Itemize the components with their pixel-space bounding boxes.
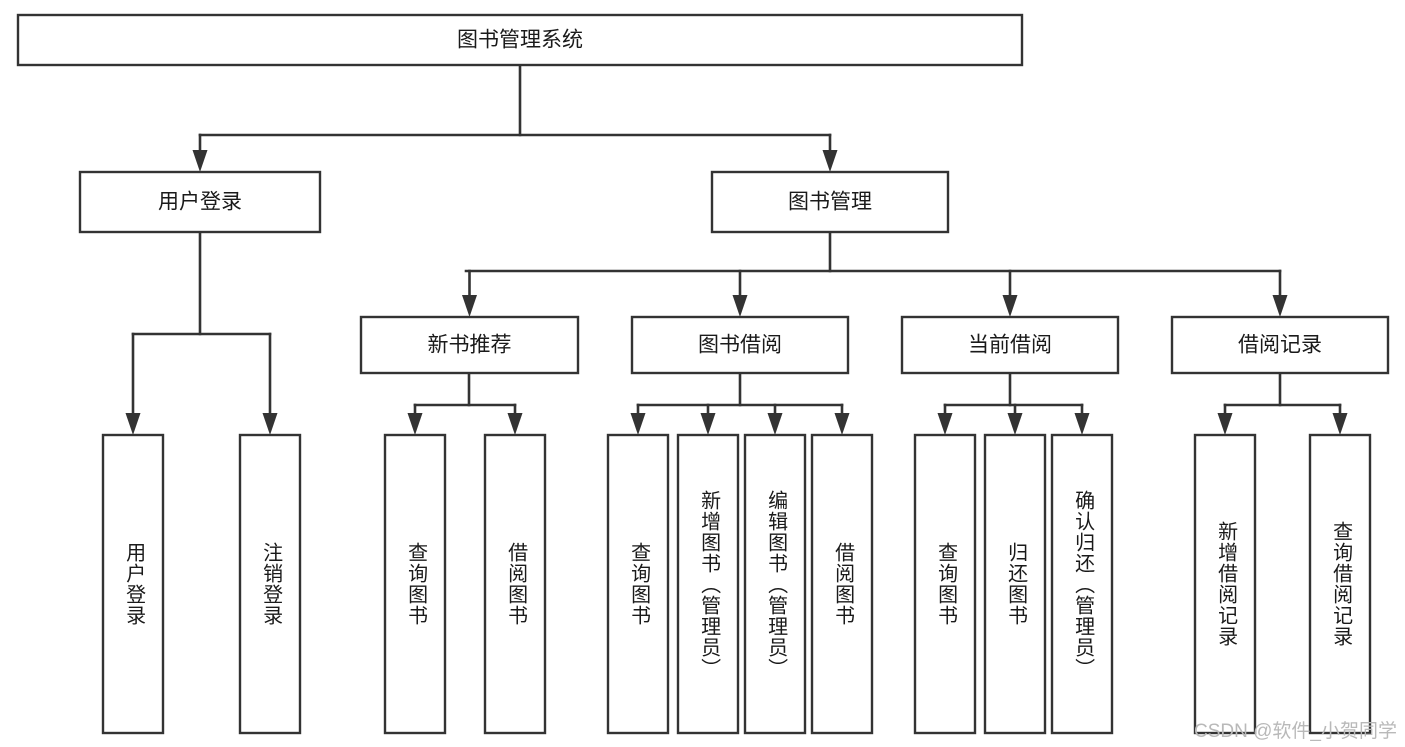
node-box-root[interactable]: [16, 13, 1024, 67]
arrow-head-leaf-borrow-book-2: [834, 413, 850, 435]
arrow-head-leaf-borrow-book-1: [507, 413, 523, 435]
arrow-head-leaf-edit-book: [767, 413, 783, 435]
node-box-borrow-record[interactable]: [1170, 315, 1390, 375]
node-box-leaf-query-book-2[interactable]: [606, 433, 670, 735]
node-label-book-manage: 图书管理: [788, 191, 872, 214]
arrow-head-current-borrow: [1002, 295, 1018, 317]
arrow-head-borrow-record: [1272, 295, 1288, 317]
arrow-head-leaf-confirm-return: [1074, 413, 1090, 435]
node-box-leaf-return-book[interactable]: [983, 433, 1047, 735]
arrow-head-leaf-user-login: [125, 413, 141, 435]
arrow-head-leaf-return-book: [1007, 413, 1023, 435]
arrow-head-leaf-add-book: [700, 413, 716, 435]
node-box-leaf-query-borrow-record[interactable]: [1308, 433, 1372, 735]
node-box-leaf-edit-book[interactable]: [743, 433, 807, 735]
node-box-new-book-recommend[interactable]: [359, 315, 580, 375]
connectors-layer: [125, 63, 1348, 435]
node-label-user-login: 用户登录: [158, 191, 242, 214]
arrow-head-leaf-query-book-1: [407, 413, 423, 435]
node-box-leaf-user-logout[interactable]: [238, 433, 302, 735]
node-box-leaf-borrow-book-1[interactable]: [483, 433, 547, 735]
arrow-head-book-borrow: [732, 295, 748, 317]
node-box-leaf-add-borrow-record[interactable]: [1193, 433, 1257, 735]
node-box-book-borrow[interactable]: [630, 315, 850, 375]
node-label-borrow-record: 借阅记录: [1238, 334, 1322, 357]
node-label-root: 图书管理系统: [457, 29, 583, 52]
arrow-head-user-login: [192, 150, 208, 172]
arrow-head-book-manage: [822, 150, 838, 172]
node-box-leaf-user-login[interactable]: [101, 433, 165, 735]
node-box-leaf-add-book[interactable]: [676, 433, 740, 735]
node-box-leaf-borrow-book-2[interactable]: [810, 433, 874, 735]
node-box-leaf-query-book-3[interactable]: [913, 433, 977, 735]
node-label-new-book-recommend: 新书推荐: [428, 334, 512, 357]
node-box-book-manage[interactable]: [710, 170, 950, 234]
arrow-head-leaf-query-book-2: [630, 413, 646, 435]
watermark-text: CSDN @软件_小贺同学: [1194, 721, 1397, 742]
arrow-head-leaf-user-logout: [262, 413, 278, 435]
arrow-head-leaf-query-borrow-record: [1332, 413, 1348, 435]
node-label-current-borrow: 当前借阅: [968, 334, 1052, 357]
node-box-leaf-query-book-1[interactable]: [383, 433, 447, 735]
arrow-head-new-book-recommend: [462, 295, 477, 317]
node-box-user-login[interactable]: [78, 170, 322, 234]
node-label-book-borrow: 图书借阅: [698, 334, 782, 357]
node-box-leaf-confirm-return[interactable]: [1050, 433, 1114, 735]
arrow-head-leaf-add-borrow-record: [1217, 413, 1233, 435]
arrow-head-leaf-query-book-3: [937, 413, 953, 435]
node-box-current-borrow[interactable]: [900, 315, 1120, 375]
